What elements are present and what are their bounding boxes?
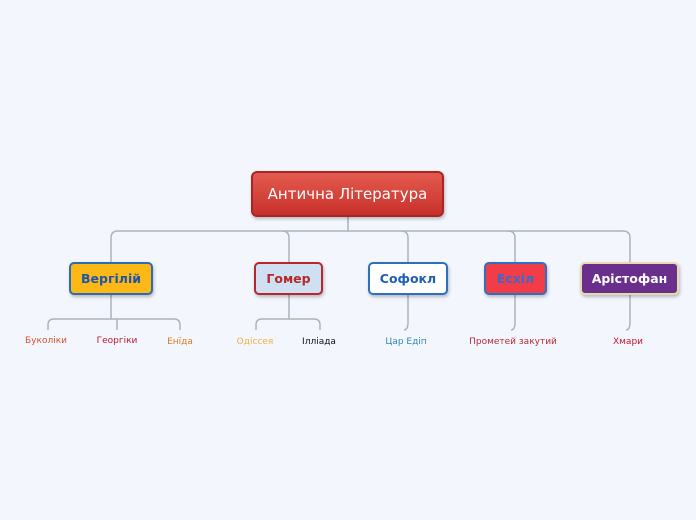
branch-node-aeschylus[interactable]: Есхіл xyxy=(484,262,547,295)
leaf-georgics[interactable]: Георгіки xyxy=(96,336,138,346)
leaf-bucolics[interactable]: Буколіки xyxy=(25,336,67,346)
branch-label: Вергілій xyxy=(81,271,141,286)
branch-label: Арістофан xyxy=(591,271,668,286)
root-label: Антична Література xyxy=(267,185,428,203)
branch-node-sophocles[interactable]: Софокл xyxy=(368,262,448,295)
leaf-aeneid[interactable]: Енїда xyxy=(167,337,193,347)
vergilii-leaf-bus xyxy=(47,318,181,330)
branch-node-homer[interactable]: Гомер xyxy=(254,262,323,295)
branch-node-aristophanes[interactable]: Арістофан xyxy=(580,262,679,295)
homer-leaf-bus xyxy=(255,318,321,330)
leaf-oedipus-rex[interactable]: Цар Едіп xyxy=(385,337,427,347)
leaf-prometheus-bound[interactable]: Прометей закутий xyxy=(469,337,557,347)
branch-label: Гомер xyxy=(266,271,311,286)
leaf-iliad[interactable]: Ілліада xyxy=(302,337,336,347)
sophocles-leaf xyxy=(403,295,409,331)
branch-connector xyxy=(507,230,516,262)
branch-node-vergilii[interactable]: Вергілій xyxy=(69,262,153,295)
leaf-clouds[interactable]: Хмари xyxy=(612,337,644,347)
branch-label: Софокл xyxy=(379,271,437,286)
branch-connector xyxy=(400,230,409,262)
branch-label: Есхіл xyxy=(496,271,535,286)
aeschylus-leaf xyxy=(510,295,516,331)
leaf-odyssey[interactable]: Одіссея xyxy=(236,337,274,347)
branch-connector xyxy=(281,230,290,262)
aristophanes-leaf xyxy=(625,295,631,331)
root-node[interactable]: Антична Література xyxy=(251,171,444,217)
branch-bus xyxy=(110,230,631,262)
